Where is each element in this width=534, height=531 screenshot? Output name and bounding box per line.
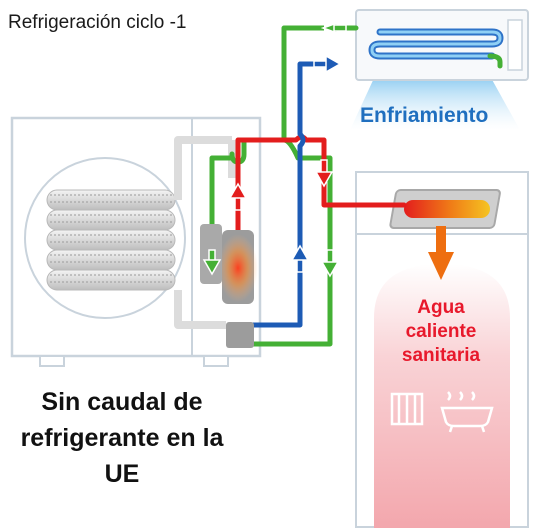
flow-arrows bbox=[202, 21, 454, 280]
arrow-down-red-icon bbox=[314, 159, 334, 188]
arrow-right-icon bbox=[313, 54, 342, 74]
compressor-icon bbox=[218, 230, 258, 304]
fan-icon bbox=[24, 157, 186, 319]
valve-block bbox=[226, 322, 254, 348]
arrow-up-blue-icon bbox=[290, 244, 310, 273]
radiator-icon bbox=[390, 392, 424, 426]
bathtub-icon bbox=[440, 391, 494, 433]
arrow-down-green-2-icon bbox=[320, 249, 340, 278]
no-flow-label: Sin caudal de refrigerante en la UE bbox=[20, 388, 224, 488]
cycle-title: Refrigeración ciclo -1 bbox=[8, 12, 187, 33]
dhw-tank bbox=[355, 171, 529, 528]
indoor-unit bbox=[350, 9, 529, 130]
blue-pipe bbox=[247, 61, 321, 328]
heat-exchanger bbox=[389, 189, 501, 229]
arrow-up-red-icon bbox=[228, 182, 248, 211]
dhw-label: Agua caliente sanitaria bbox=[401, 297, 481, 366]
arrow-left-icon bbox=[320, 21, 347, 35]
cooling-label: Enfriamiento bbox=[360, 104, 489, 127]
hot-water-arrow-icon bbox=[428, 226, 454, 280]
arrow-down-green-icon bbox=[202, 249, 222, 276]
indoor-coil bbox=[368, 28, 504, 60]
piping bbox=[209, 25, 503, 347]
